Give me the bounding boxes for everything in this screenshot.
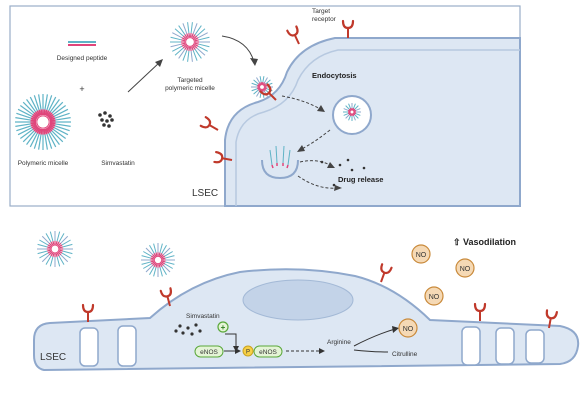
simvastatin-dots bbox=[98, 111, 114, 128]
released-drug-dots bbox=[320, 158, 366, 187]
phospho-enos-box: P eNOS bbox=[242, 345, 283, 358]
targeted-micelle-icon bbox=[141, 243, 175, 277]
simvastatin-dots bbox=[174, 323, 202, 336]
curved-arrow bbox=[221, 35, 258, 66]
bottom-panel: NO NO NO ⇧ Vasodilation Simvastatin + eN… bbox=[33, 231, 580, 372]
endosome-icon bbox=[332, 95, 372, 135]
no-molecule: NO bbox=[411, 244, 431, 264]
target-receptor-label-1: Target bbox=[312, 8, 330, 15]
targeted-micelle-icon bbox=[37, 231, 73, 267]
designed-peptide-icon bbox=[68, 41, 96, 46]
svg-text:eNOS: eNOS bbox=[259, 349, 277, 356]
receptor-icon bbox=[81, 303, 95, 324]
top-panel: Designed peptide + Polymeric micelle Sim… bbox=[9, 5, 521, 207]
vasodilation-label: ⇧ Vasodilation bbox=[453, 237, 516, 247]
activation-plus-icon: + bbox=[217, 321, 229, 333]
svg-text:+: + bbox=[221, 323, 226, 332]
polymeric-micelle-label: Polymeric micelle bbox=[18, 160, 69, 167]
targeted-micelle-icon bbox=[170, 22, 210, 62]
plus-sign: + bbox=[79, 84, 84, 94]
nucleus bbox=[242, 279, 354, 321]
simvastatin-label: Simvastatin bbox=[101, 160, 135, 167]
receptor-icon bbox=[473, 302, 487, 323]
polymeric-micelle-icon bbox=[15, 94, 71, 150]
svg-text:NO: NO bbox=[416, 252, 427, 259]
receptor-icon bbox=[375, 263, 393, 285]
bottom-lsec-label: LSEC bbox=[40, 352, 66, 363]
citrulline-label: Citrulline bbox=[392, 351, 418, 358]
arrow-to-citrulline bbox=[353, 349, 389, 353]
svg-text:P: P bbox=[246, 350, 250, 356]
disassembled-micelle-icon bbox=[261, 145, 299, 180]
arrow-to-targeted-micelle bbox=[127, 59, 163, 93]
svg-text:eNOS: eNOS bbox=[200, 349, 218, 356]
no-molecule: NO bbox=[455, 258, 475, 278]
designed-peptide-label: Designed peptide bbox=[57, 55, 108, 62]
drug-release-label: Drug release bbox=[338, 175, 383, 184]
arginine-label: Arginine bbox=[327, 339, 351, 346]
target-receptor-label-2: receptor bbox=[312, 16, 337, 23]
dashed-arrow-to-release bbox=[297, 129, 331, 152]
dashed-arrows-drug-release bbox=[297, 160, 342, 191]
no-molecule: NO bbox=[424, 286, 444, 306]
targeted-micelle-label-2: polymeric micelle bbox=[165, 85, 215, 92]
svg-text:NO: NO bbox=[403, 326, 414, 333]
endocytosis-label: Endocytosis bbox=[312, 71, 357, 80]
enos-box: eNOS bbox=[194, 345, 224, 358]
top-lsec-label: LSEC bbox=[192, 188, 218, 199]
no-molecule-intracellular: NO bbox=[398, 318, 418, 338]
svg-text:NO: NO bbox=[429, 294, 440, 301]
activation-arrow bbox=[225, 333, 237, 349]
fenestrae bbox=[79, 325, 545, 367]
bottom-simvastatin-label: Simvastatin bbox=[186, 313, 220, 320]
targeted-micelle-label-1: Targeted bbox=[177, 77, 203, 84]
svg-text:NO: NO bbox=[460, 266, 471, 273]
dashed-arrow-to-endosome bbox=[281, 95, 325, 112]
arrow-to-no bbox=[353, 328, 396, 347]
